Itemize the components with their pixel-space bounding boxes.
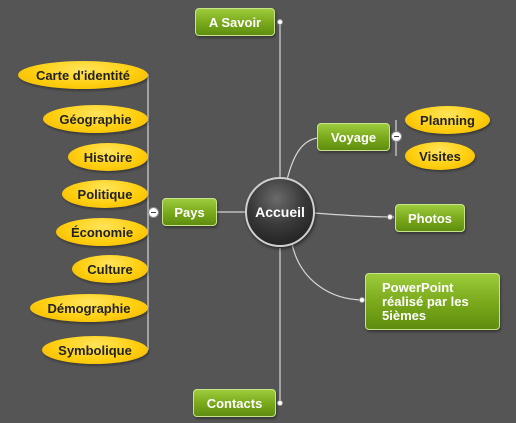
- subtopic-visites-label: Visites: [419, 148, 461, 164]
- subtopic-culture-label: Culture: [87, 261, 133, 277]
- topic-contacts-label: Contacts: [206, 395, 263, 411]
- subtopic-carte-identite[interactable]: Carte d'identité: [18, 61, 148, 89]
- topic-powerpoint[interactable]: PowerPoint réalisé par les 5ièmes: [365, 273, 500, 330]
- topic-powerpoint-label: PowerPoint réalisé par les 5ièmes: [382, 279, 469, 323]
- topic-contacts[interactable]: Contacts: [193, 389, 276, 417]
- topic-a-savoir[interactable]: A Savoir: [195, 8, 275, 36]
- subtopic-histoire[interactable]: Histoire: [68, 143, 148, 171]
- subtopic-geographie[interactable]: Géographie: [43, 105, 148, 133]
- subtopic-economie-label: Économie: [70, 224, 134, 240]
- subtopic-histoire-label: Histoire: [83, 149, 133, 165]
- voyage-collapse-icon[interactable]: [391, 131, 402, 142]
- subtopic-politique[interactable]: Politique: [62, 180, 148, 208]
- subtopic-geographie-label: Géographie: [59, 111, 132, 127]
- subtopic-politique-label: Politique: [77, 186, 133, 202]
- topic-contacts-handle[interactable]: [277, 400, 283, 406]
- topic-a-savoir-handle[interactable]: [277, 19, 283, 25]
- topic-photos[interactable]: Photos: [395, 204, 465, 232]
- subtopic-planning[interactable]: Planning: [405, 106, 490, 134]
- topic-a-savoir-label: A Savoir: [208, 14, 262, 30]
- topic-voyage-label: Voyage: [330, 129, 377, 145]
- topic-photos-label: Photos: [407, 210, 453, 226]
- central-topic[interactable]: Accueil: [245, 177, 315, 247]
- subtopic-planning-label: Planning: [420, 112, 475, 128]
- connector-voyage: [286, 137, 319, 181]
- central-topic-label: Accueil: [255, 204, 305, 220]
- topic-photos-handle[interactable]: [387, 214, 393, 220]
- topic-voyage[interactable]: Voyage: [317, 123, 390, 151]
- topic-pays[interactable]: Pays: [162, 198, 217, 226]
- subtopic-symbolique[interactable]: Symbolique: [42, 336, 148, 364]
- subtopic-culture[interactable]: Culture: [72, 255, 148, 283]
- subtopic-economie[interactable]: Économie: [56, 218, 148, 246]
- connector-powerpoint: [291, 243, 365, 301]
- subtopic-demographie[interactable]: Démographie: [30, 294, 148, 322]
- pays-collapse-icon[interactable]: [148, 207, 159, 218]
- topic-pays-label: Pays: [174, 204, 205, 220]
- subtopic-symbolique-label: Symbolique: [58, 342, 132, 358]
- subtopic-visites[interactable]: Visites: [405, 142, 475, 170]
- subtopic-carte-identite-label: Carte d'identité: [35, 67, 131, 83]
- topic-powerpoint-handle[interactable]: [359, 297, 365, 303]
- connector-photos: [313, 212, 395, 218]
- subtopic-demographie-label: Démographie: [47, 300, 131, 316]
